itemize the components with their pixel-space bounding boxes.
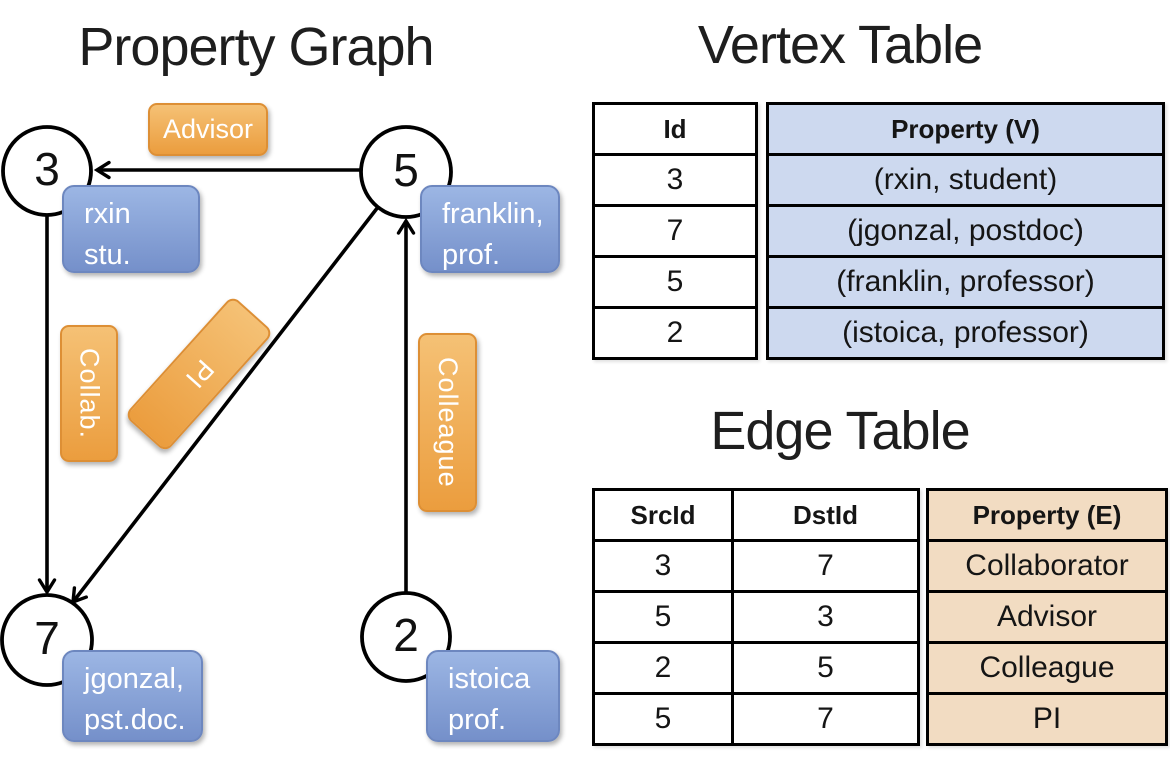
vertex-table-title: Vertex Table <box>697 15 983 75</box>
vertex-table-id-column: Id 3 7 5 2 <box>592 102 758 360</box>
vertex-property-label-7: jgonzal, pst.doc. <box>62 650 203 742</box>
table-row: 3 <box>592 153 758 207</box>
edge-table: SrcId DstId 3 7 5 3 2 5 5 7 Property (E)… <box>592 488 1168 746</box>
vertex-id-cell: 7 <box>592 204 758 258</box>
edge-label-collab-text: Collab. <box>74 347 105 440</box>
table-row: (jgonzal, postdoc) <box>766 204 1165 258</box>
edge-src-cell: 5 <box>592 590 734 644</box>
edge-src-cell: 3 <box>592 539 734 593</box>
table-row: 2 <box>592 306 758 360</box>
table-row: 7 <box>592 204 758 258</box>
vertex-property-label-2-line2: prof. <box>448 704 507 736</box>
vertex-property-label-5: franklin, prof. <box>420 185 560 273</box>
vertex-property-label-7-line2: pst.doc. <box>84 704 186 736</box>
vertex-property-label-2: istoica prof. <box>426 650 560 742</box>
vertex-property-label-7-line1: jgonzal, <box>84 663 184 695</box>
vertex-property-label-3: rxin stu. <box>62 185 200 273</box>
vertex-id-cell: 5 <box>592 255 758 309</box>
vertex-property-label-5-line1: franklin, <box>442 198 544 230</box>
vertex-property-label-2-line1: istoica <box>448 663 531 695</box>
edge-pi-5-to-7 <box>71 205 380 605</box>
vertex-id-7: 7 <box>34 612 60 665</box>
vertex-property-label-3-line1: rxin <box>84 198 131 230</box>
vertex-property-label-3-line2: stu. <box>84 239 131 271</box>
table-row: (rxin, student) <box>766 153 1165 207</box>
vertex-id-3: 3 <box>34 143 60 196</box>
vertex-table-header-id: Id <box>592 102 758 156</box>
vertex-id-2: 2 <box>393 609 419 662</box>
table-row: (franklin, professor) <box>766 255 1165 309</box>
property-graph-title: Property Graph <box>78 17 434 77</box>
table-row: (istoica, professor) <box>766 306 1165 360</box>
edge-label-collab: Collab. <box>60 325 118 462</box>
vertex-id-cell: 3 <box>592 153 758 207</box>
table-row: 5 <box>592 255 758 309</box>
vertex-id-5: 5 <box>393 144 419 197</box>
table-row: PI <box>926 692 1168 746</box>
edge-table-property-column: Property (E) Collaborator Advisor Collea… <box>926 488 1168 746</box>
edge-src-cell: 2 <box>592 641 734 695</box>
table-row: 2 5 <box>592 641 920 695</box>
edge-dst-cell: 7 <box>731 692 920 746</box>
edge-table-title: Edge Table <box>710 401 970 461</box>
vertex-property-cell: (istoica, professor) <box>766 306 1165 360</box>
edge-property-cell: Colleague <box>926 641 1168 695</box>
vertex-property-cell: (rxin, student) <box>766 153 1165 207</box>
edge-table-id-columns: SrcId DstId 3 7 5 3 2 5 5 7 <box>592 488 920 746</box>
edge-label-colleague-text: Colleague <box>433 357 463 488</box>
edge-label-colleague: Colleague <box>418 333 477 512</box>
edge-dst-cell: 5 <box>731 641 920 695</box>
edge-table-header-property: Property (E) <box>926 488 1168 542</box>
vertex-table: Id 3 7 5 2 Property (V) (rxin, student) … <box>592 102 1165 360</box>
table-row: 5 3 <box>592 590 920 644</box>
vertex-property-label-5-line2: prof. <box>442 239 501 271</box>
table-row: Advisor <box>926 590 1168 644</box>
vertex-table-property-column: Property (V) (rxin, student) (jgonzal, p… <box>766 102 1165 360</box>
edge-table-header-dstid: DstId <box>731 488 920 542</box>
edge-property-cell: Advisor <box>926 590 1168 644</box>
vertex-id-cell: 2 <box>592 306 758 360</box>
edge-property-cell: Collaborator <box>926 539 1168 593</box>
edge-label-advisor: Advisor <box>148 103 268 156</box>
vertex-table-header-property: Property (V) <box>766 102 1165 156</box>
edge-table-header-srcid: SrcId <box>592 488 734 542</box>
table-row: 3 7 <box>592 539 920 593</box>
vertex-property-cell: (franklin, professor) <box>766 255 1165 309</box>
edge-dst-cell: 3 <box>731 590 920 644</box>
edge-label-advisor-text: Advisor <box>162 114 254 144</box>
edge-dst-cell: 7 <box>731 539 920 593</box>
edge-label-pi-text: PI <box>179 354 220 395</box>
table-row: Colleague <box>926 641 1168 695</box>
table-row: Collaborator <box>926 539 1168 593</box>
table-row: 5 7 <box>592 692 920 746</box>
edge-property-cell: PI <box>926 692 1168 746</box>
edge-src-cell: 5 <box>592 692 734 746</box>
vertex-property-cell: (jgonzal, postdoc) <box>766 204 1165 258</box>
